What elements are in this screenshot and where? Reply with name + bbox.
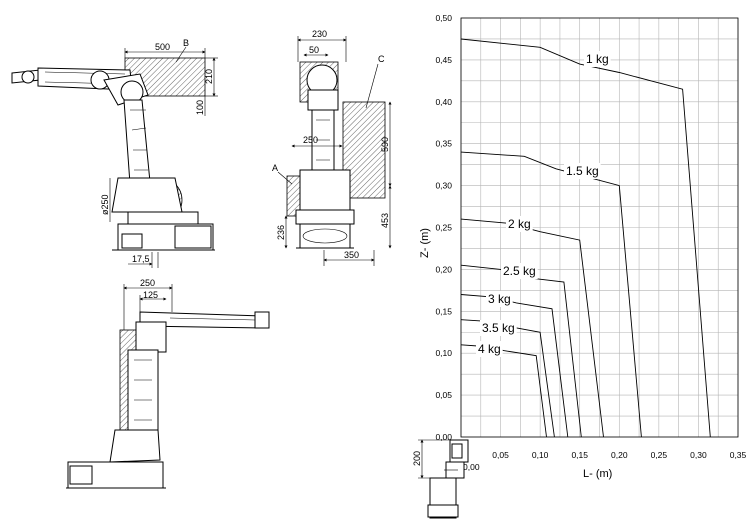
- series-label: 2.5 kg: [503, 264, 536, 278]
- y-tick-labels: 0,00 0,05 0,10 0,15 0,20 0,25 0,30 0,35 0,40 0,45…: [435, 13, 452, 442]
- series-label-bg: [564, 163, 601, 179]
- y-tick-label: 0,40: [435, 97, 452, 107]
- series-label: 1 kg: [586, 52, 609, 66]
- y-tick-label: 0,50: [435, 13, 452, 23]
- label-c: C: [378, 54, 385, 64]
- y-tick-label: 0,35: [435, 139, 452, 149]
- dim-phi250: ø250: [100, 194, 110, 215]
- series-label-bg: [480, 320, 517, 336]
- series-label: 2 kg: [508, 217, 531, 231]
- x-tick-labels: 0,00 0,05 0,10 0,15 0,20 0,25 0,30 0,35: [463, 450, 747, 472]
- series-label-bg: [501, 263, 538, 279]
- dim-453: 453: [380, 213, 390, 228]
- x-tick-label: 0,25: [651, 450, 668, 460]
- label-a: A: [272, 163, 278, 173]
- dim-236: 236: [276, 225, 286, 240]
- x-tick-label: 0,20: [611, 450, 628, 460]
- dim-230: 230: [312, 29, 327, 39]
- chart-grid: [460, 17, 739, 438]
- series-label: 4 kg: [478, 342, 501, 356]
- series-label: 3.5 kg: [482, 321, 515, 335]
- y-axis-label: Z- (m): [419, 228, 431, 258]
- dim-50: 50: [309, 45, 319, 55]
- x-tick-label: 0,10: [532, 450, 549, 460]
- y-tick-label: 0,05: [435, 390, 452, 400]
- front-base: [299, 223, 351, 249]
- series-line: [460, 294, 569, 438]
- robot-origin-icon: [427, 439, 469, 519]
- dim-17-5: 17,5: [132, 254, 150, 264]
- dim-210: 210: [204, 69, 214, 84]
- dim-125: 125: [143, 290, 158, 300]
- x-axis-label: L- (m): [583, 468, 612, 480]
- dim-250-front: 250: [303, 135, 318, 145]
- shoulder-base: [111, 177, 183, 213]
- front-view: 230 50 C 250 A 590 453 236 350: [272, 29, 392, 266]
- series-line: [460, 218, 604, 438]
- series-label-bg: [486, 291, 513, 307]
- series-label: 1.5 kg: [566, 164, 599, 178]
- series-line: [460, 344, 547, 438]
- y-tick-label: 0,15: [435, 306, 452, 316]
- x-tick-label: 0,05: [492, 450, 509, 460]
- y-tick-label: 0,25: [435, 223, 452, 233]
- x-tick-label: 0,30: [690, 450, 707, 460]
- dim-500: 500: [155, 42, 170, 52]
- top-view: 250 125: [66, 278, 270, 489]
- x-tick-label: 0,15: [571, 450, 588, 460]
- series-line: [460, 151, 642, 438]
- y-tick-label: 0,10: [435, 348, 452, 358]
- top-upper-arm: [127, 349, 159, 431]
- x-tick-label: 0,35: [730, 450, 747, 460]
- dim-250-top: 250: [140, 278, 155, 288]
- y-tick-label: 0,45: [435, 55, 452, 65]
- series-label-bg: [506, 216, 533, 232]
- y-tick-label: 0,30: [435, 181, 452, 191]
- series-label: 3 kg: [488, 292, 511, 306]
- x-tick-label: 0,00: [463, 462, 480, 472]
- plot-frame: [460, 17, 739, 438]
- series-label-bg: [584, 51, 611, 67]
- dim-350: 350: [344, 250, 359, 260]
- chart-series: 1 kg 1.5 kg 2 kg 2.5 kg 3 kg 3.5 kg 4 kg: [460, 38, 711, 438]
- dim-100: 100: [195, 100, 205, 115]
- y-tick-label: 0,00: [435, 432, 452, 442]
- side-view: 500 B 210 100 ø250 17,5: [11, 38, 218, 268]
- upper-arm: [123, 99, 151, 185]
- series-label-bg: [476, 341, 503, 357]
- origin-offset-dim: 200: [412, 451, 422, 466]
- series-line: [460, 38, 711, 438]
- y-tick-label: 0,20: [435, 264, 452, 274]
- label-b: B: [183, 38, 189, 48]
- dim-590: 590: [380, 137, 390, 152]
